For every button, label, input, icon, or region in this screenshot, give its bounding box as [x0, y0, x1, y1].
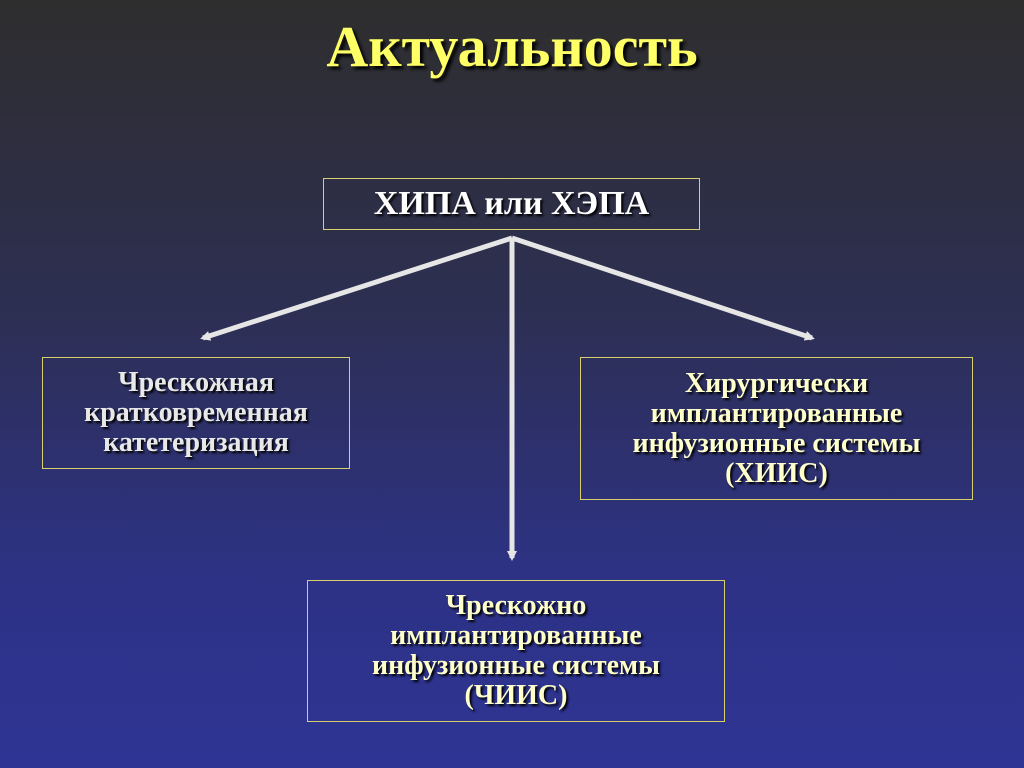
slide-title: Актуальность	[326, 14, 698, 79]
bottom-branch-box: Чрескожно имплантированные инфузионные с…	[307, 580, 725, 722]
arrow-to-right-box	[511, 235, 815, 341]
left-branch-box: Чрескожная кратковременная катетеризация	[42, 357, 350, 469]
bottom-branch-label: Чрескожно имплантированные инфузионные с…	[372, 590, 660, 711]
root-node-label: ХИПА или ХЭПА	[373, 185, 650, 222]
root-node-box: ХИПА или ХЭПА	[323, 178, 700, 230]
left-branch-label: Чрескожная кратковременная катетеризация	[84, 367, 308, 458]
arrow-to-left-box	[200, 235, 513, 341]
right-branch-box: Хирургически имплантированные инфузионны…	[580, 357, 973, 500]
right-branch-label: Хирургически имплантированные инфузионны…	[632, 367, 921, 489]
